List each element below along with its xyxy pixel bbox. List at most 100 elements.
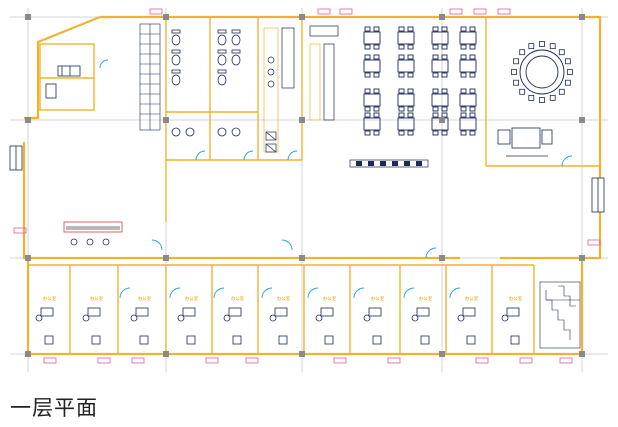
chair: [364, 88, 371, 94]
toilet: [217, 74, 227, 86]
chair: [398, 130, 405, 136]
cabinet: [466, 335, 476, 345]
door-swing: [307, 287, 319, 299]
door-swing: [425, 247, 437, 259]
column: [25, 351, 31, 357]
banquet-seat: [539, 97, 545, 103]
chair: [460, 88, 467, 94]
chair: [364, 112, 371, 118]
chair: [373, 106, 380, 112]
cabinet: [186, 335, 196, 345]
banquet-seat: [549, 94, 556, 101]
office-chair: [411, 314, 419, 322]
door-swing: [403, 287, 415, 299]
chair: [398, 54, 405, 60]
chair: [407, 54, 414, 60]
banquet-seat: [539, 41, 545, 47]
column: [579, 255, 585, 261]
chair: [432, 26, 439, 32]
desk: [274, 307, 288, 317]
chair: [441, 72, 448, 78]
door-swing: [195, 150, 206, 161]
structural-columns: [25, 14, 585, 357]
desk: [416, 307, 430, 317]
door-swing: [353, 287, 365, 299]
window-tag: [43, 357, 57, 364]
chair: [460, 26, 467, 32]
dining-table: [459, 31, 477, 45]
window-tag: [519, 357, 533, 364]
window-tag: [559, 357, 573, 364]
toilet-tank: [217, 69, 227, 74]
banquet-seat: [567, 69, 573, 75]
office-label: 办公室: [371, 295, 385, 302]
window-tag: [245, 357, 259, 364]
chair: [469, 130, 476, 136]
chair: [398, 88, 405, 94]
chair: [407, 88, 414, 94]
dining-table: [363, 117, 381, 131]
office-label: 办公室: [509, 295, 523, 302]
chair: [407, 72, 414, 78]
door-swing: [281, 239, 293, 251]
door-swing: [561, 155, 573, 167]
toilet-tank: [171, 49, 181, 54]
door-swing: [261, 287, 273, 299]
dining-table: [431, 59, 449, 73]
chair: [398, 112, 405, 118]
chair: [373, 72, 380, 78]
equipment-room: [45, 65, 81, 99]
toilet-tank: [231, 49, 241, 54]
desk: [40, 307, 54, 317]
chair: [469, 44, 476, 50]
window-tag: [497, 8, 511, 15]
chair: [364, 130, 371, 136]
dining-table: [397, 93, 415, 107]
chair: [469, 88, 476, 94]
office-chair: [501, 314, 509, 322]
door-swing: [119, 287, 131, 299]
round-table-seats: [511, 41, 573, 103]
cabinet: [278, 335, 288, 345]
chair: [373, 130, 380, 136]
dining-table: [397, 117, 415, 131]
chair: [398, 106, 405, 112]
office-chair: [269, 314, 277, 322]
office-label: 办公室: [138, 295, 152, 302]
serving-counter: [349, 159, 429, 168]
column: [299, 351, 305, 357]
cabinet: [44, 335, 54, 345]
banquet-seat: [549, 43, 556, 50]
window-tag: [317, 8, 331, 15]
dining-table: [397, 31, 415, 45]
column: [163, 117, 169, 123]
window-tag: [205, 357, 219, 364]
window-tag: [149, 8, 163, 15]
dining-table: [459, 59, 477, 73]
chair: [398, 72, 405, 78]
toilet: [171, 54, 181, 66]
desk: [228, 307, 242, 317]
side-entrances: [9, 145, 605, 213]
column: [299, 14, 305, 20]
office-label: 办公室: [90, 295, 104, 302]
plan-caption: 一层平面: [10, 396, 98, 420]
washbasin: [185, 127, 195, 137]
cabinet: [510, 335, 520, 345]
desk: [368, 307, 382, 317]
cabinet: [372, 335, 382, 345]
desk: [135, 307, 149, 317]
window-tag: [333, 357, 347, 364]
door-swing: [213, 287, 225, 299]
toilet-tank: [171, 69, 181, 74]
chair: [407, 26, 414, 32]
window-tag: [587, 239, 601, 246]
chair: [469, 26, 476, 32]
chair: [441, 26, 448, 32]
column: [579, 117, 585, 123]
dining-table: [397, 59, 415, 73]
stair-upper: [139, 23, 161, 131]
window-tags: [13, 8, 601, 364]
washbasin: [231, 127, 241, 137]
